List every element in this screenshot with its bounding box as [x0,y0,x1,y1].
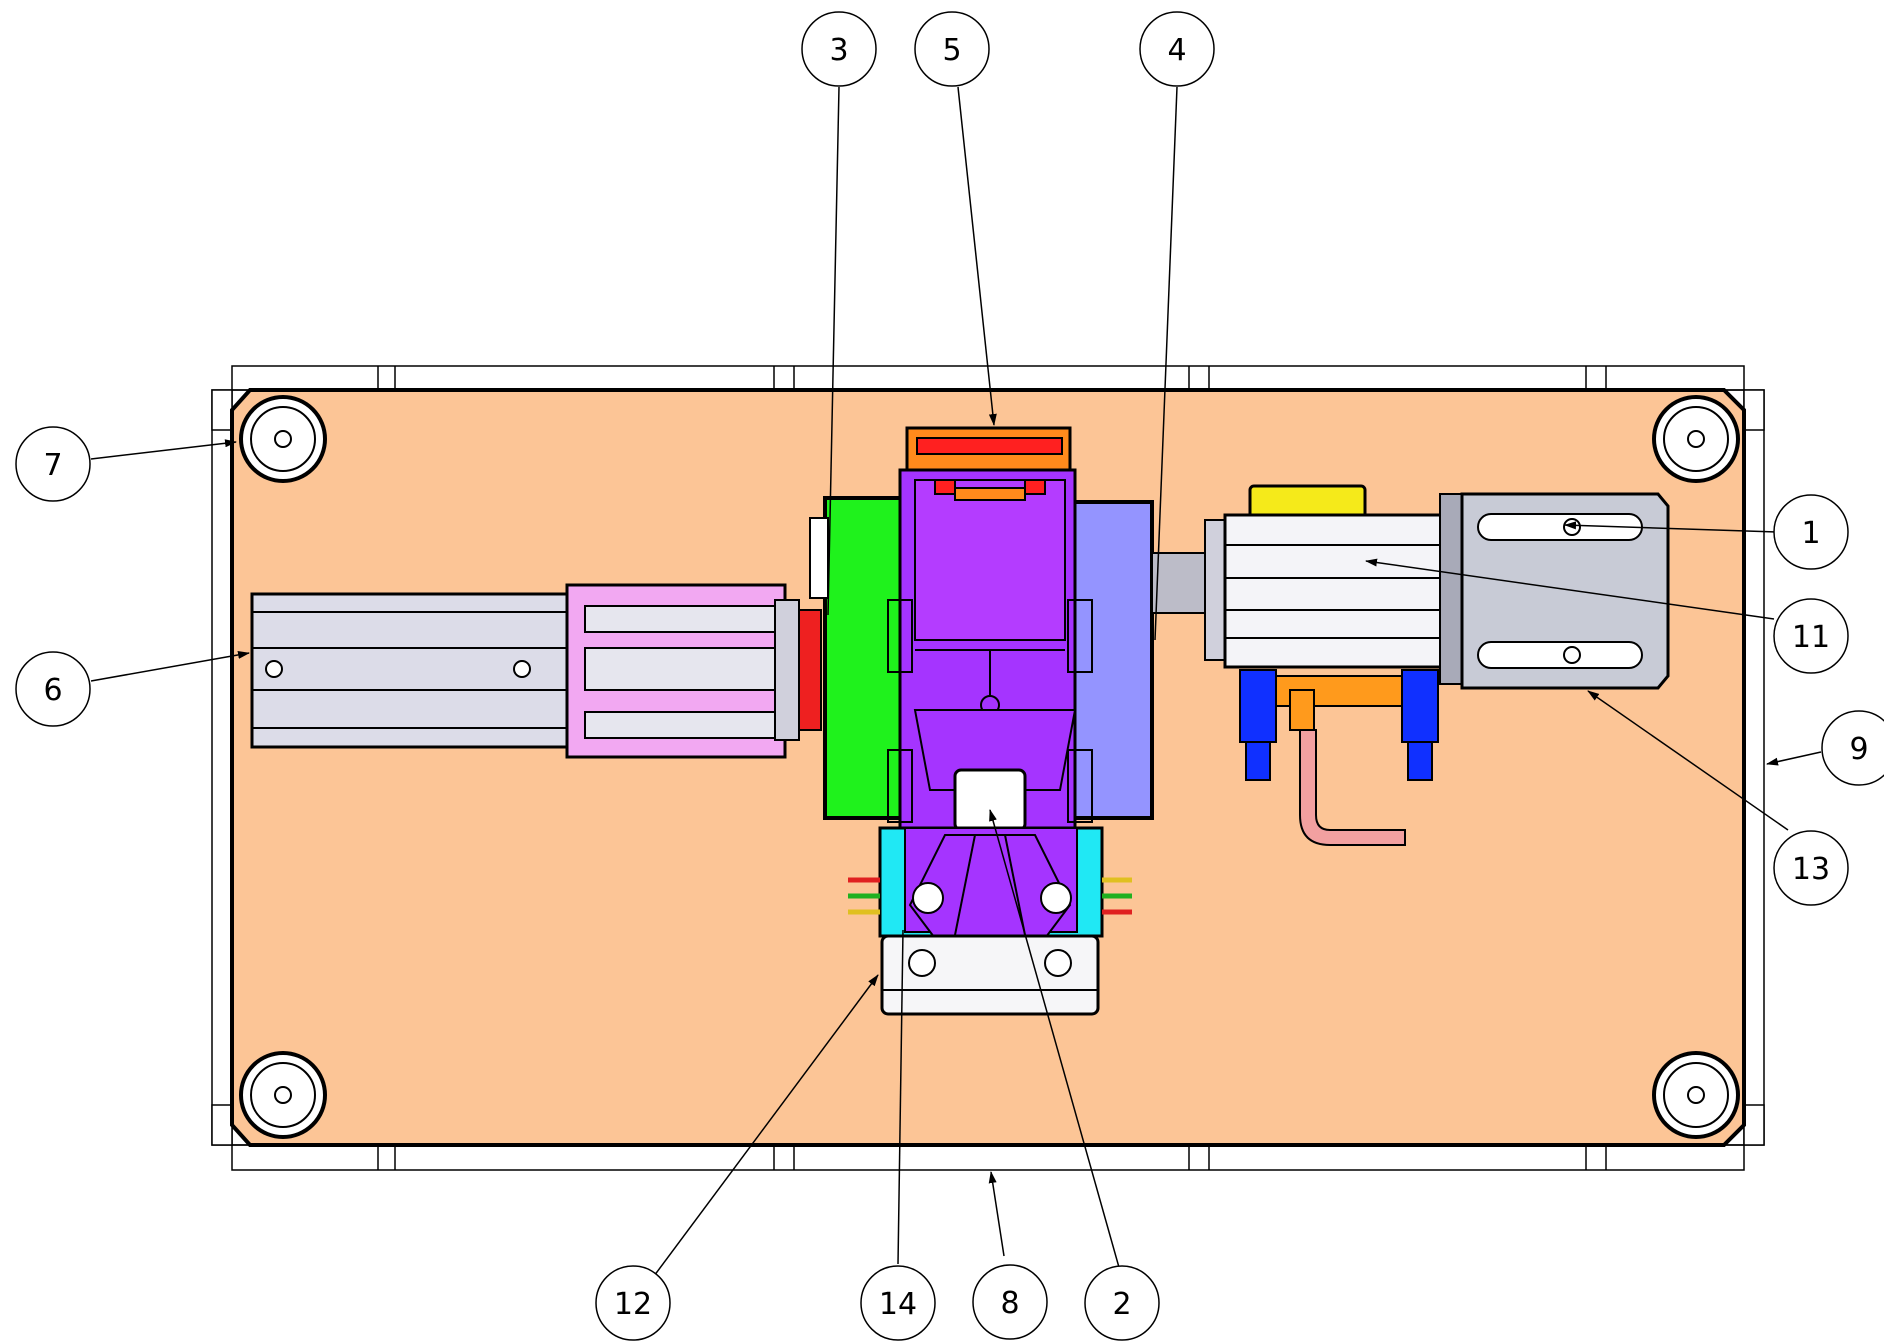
balloon-label: 12 [614,1287,652,1322]
balloon-label: 11 [1792,620,1830,655]
pneumatic-fittings [1239,669,1439,846]
balloon-label: 14 [879,1287,917,1322]
leader-8 [988,1171,1005,1257]
green-block [823,496,905,820]
balloon-label: 13 [1792,852,1830,887]
leader-9 [1766,751,1822,766]
corner-pads [239,395,1740,1139]
balloon-14: 14 [860,1265,936,1341]
balloon-3: 3 [801,11,877,87]
balloon-6: 6 [15,651,91,727]
pad-top-left [239,395,327,483]
balloon-7: 7 [15,426,91,502]
balloon-12: 12 [595,1265,671,1341]
leader-7 [90,439,237,460]
cyan-block [848,826,1132,946]
pad-bottom-right [1652,1051,1740,1139]
leader-lines [90,86,1822,1279]
balloon-4: 4 [1139,11,1215,87]
balloon-label: 3 [829,33,848,68]
green-block-tab [809,517,829,599]
balloon-label: 6 [43,673,62,708]
pad-bottom-left [239,1051,327,1139]
balloon-13: 13 [1773,830,1849,906]
leader-5 [957,86,997,426]
cylinder [1204,513,1447,669]
balloon-label: 4 [1167,33,1186,68]
leader-2 [989,809,1123,1279]
leader-6 [90,650,250,682]
balloon-label: 8 [1000,1286,1019,1321]
leader-13 [1587,690,1789,831]
balloon-label: 5 [942,33,961,68]
mounting-bracket [1439,492,1670,690]
leader-1 [1564,521,1778,533]
leader-3 [827,86,840,616]
bottom-block [880,934,1100,1016]
leader-11 [1365,558,1775,620]
balloon-label: 9 [1849,732,1868,767]
balloon-8: 8 [972,1264,1048,1340]
balloon-label: 7 [43,448,62,483]
balloon-11: 11 [1773,598,1849,674]
pad-top-right [1652,395,1740,483]
leader-12 [653,974,879,1277]
balloon-9: 9 [1821,710,1884,786]
linear-actuator [250,583,822,759]
balloon-1: 1 [1773,494,1849,570]
balloon-5: 5 [914,11,990,87]
balloons: 1 2 3 4 5 6 7 8 9 11 12 13 14 [15,11,1884,1341]
balloon-label: 1 [1801,516,1820,551]
balloon-2: 2 [1084,1265,1160,1341]
periwinkle-block [1070,500,1154,820]
leader-4 [1154,86,1178,641]
leader-14 [897,929,904,1265]
purple-fixture [887,468,1093,832]
balloon-label: 2 [1112,1287,1131,1322]
